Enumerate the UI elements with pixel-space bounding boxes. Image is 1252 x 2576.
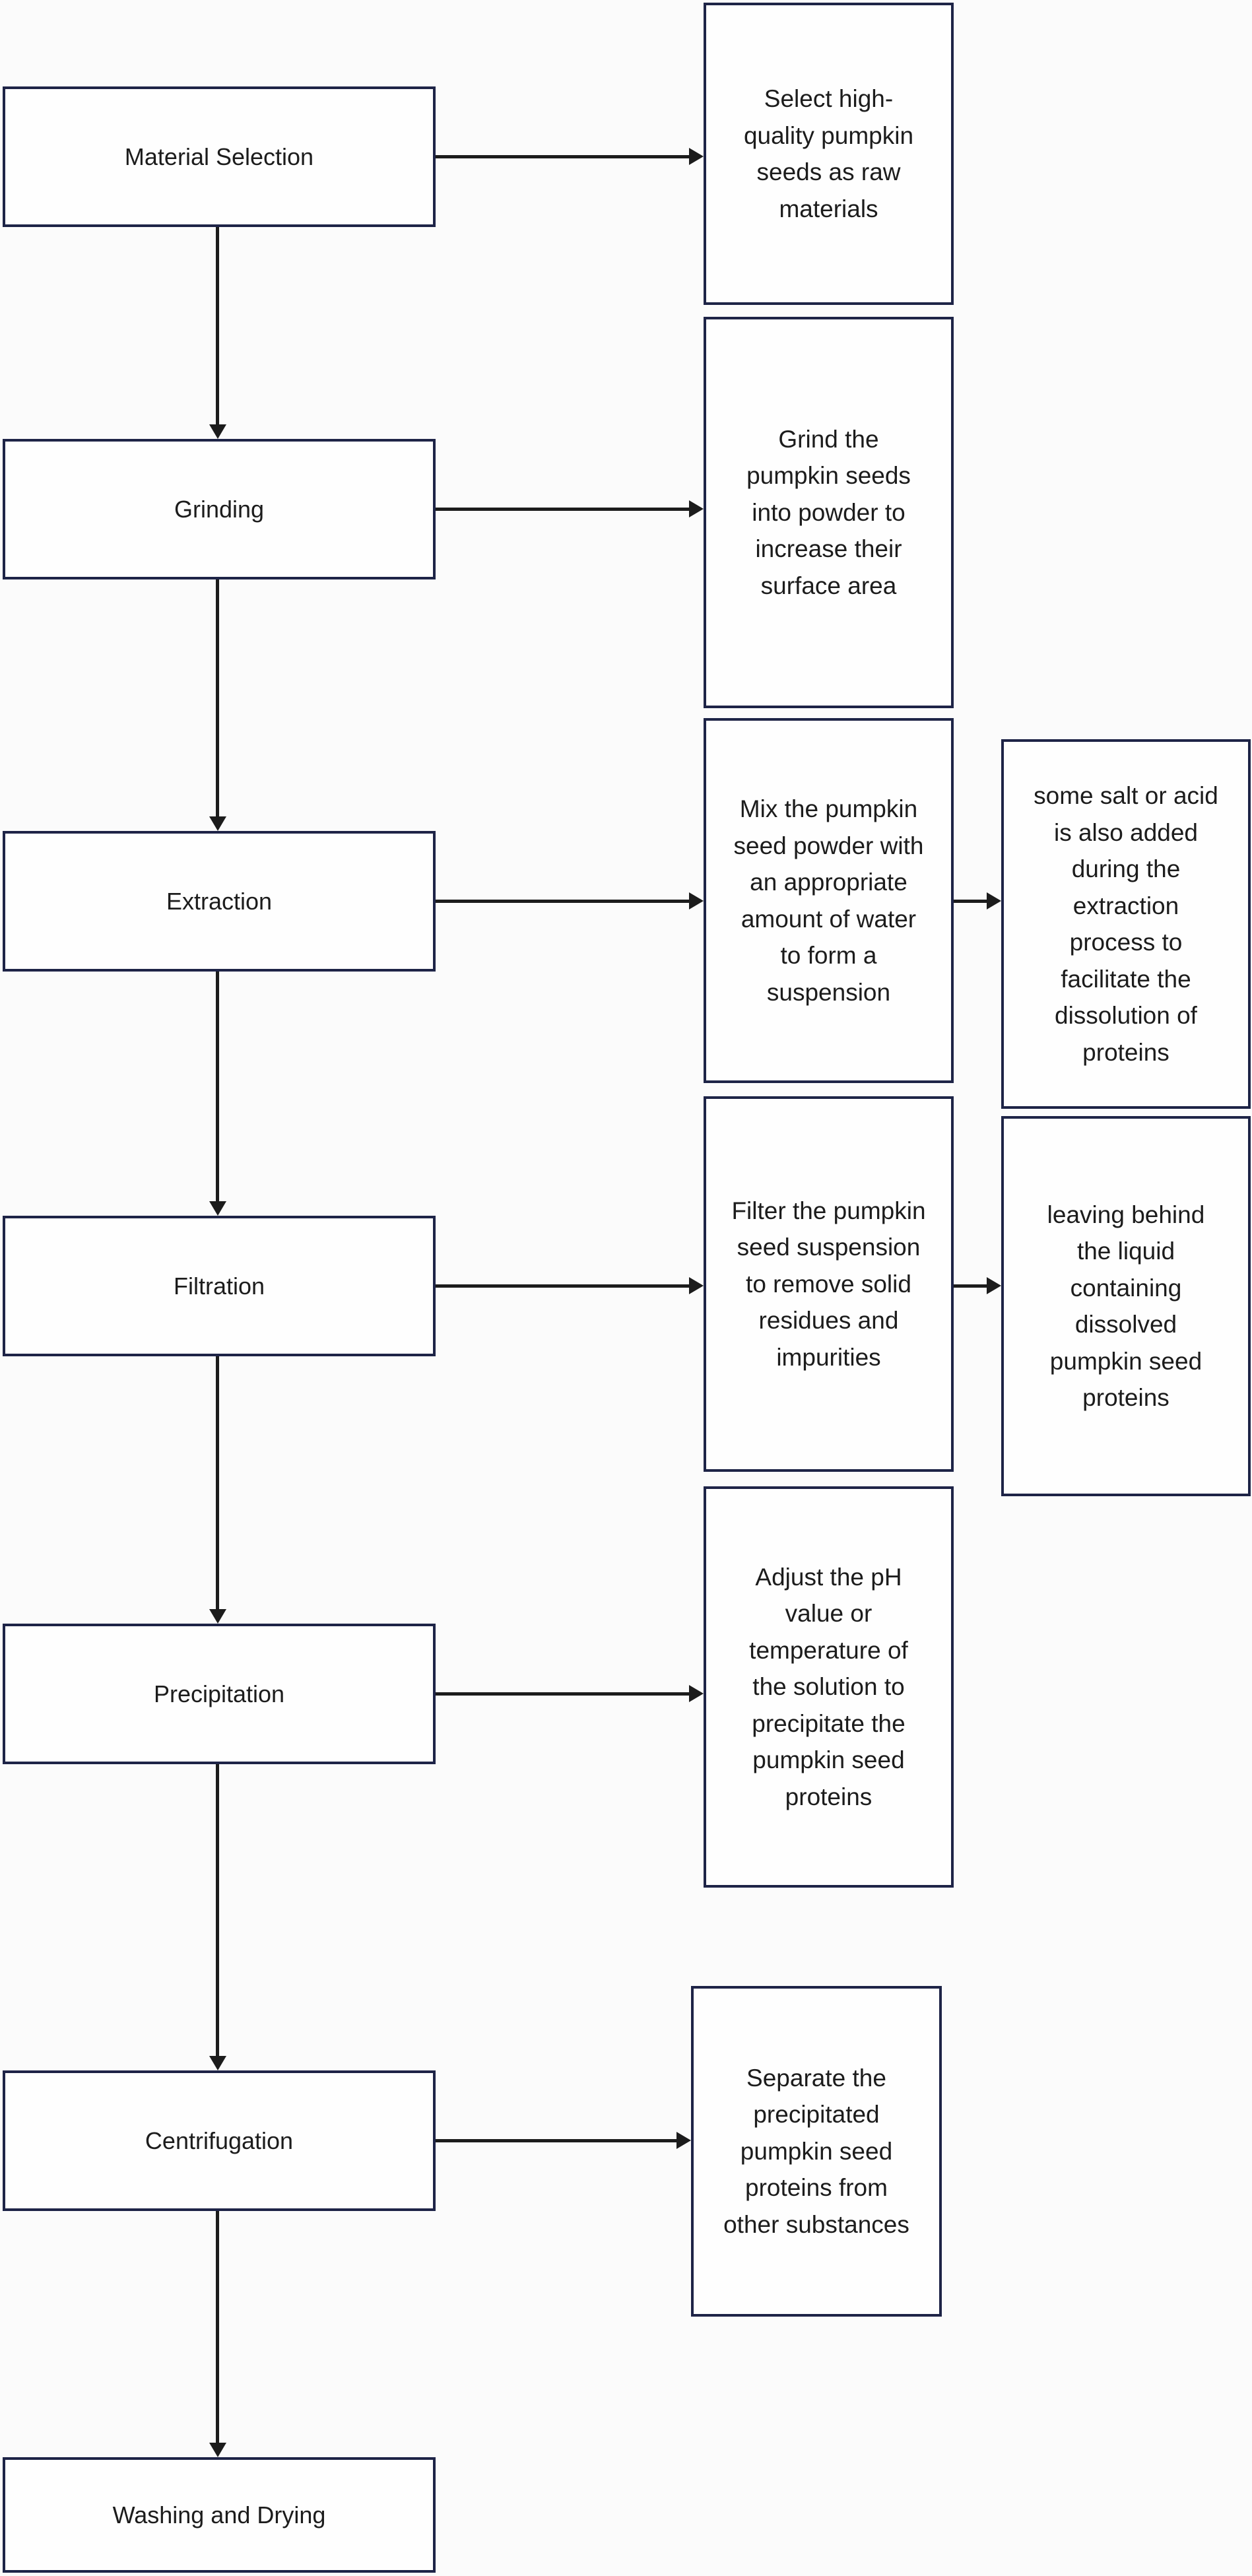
process-box-centrifugation: Centrifugation	[3, 2070, 436, 2211]
connector-extraction-to-filtration	[216, 972, 219, 1203]
arrow-right-icon	[676, 2132, 691, 2149]
note-box-extraction: some salt or acid is also added during t…	[1001, 739, 1251, 1109]
description-box-extraction: Mix the pumpkin seed powder with an appr…	[704, 718, 954, 1083]
arrow-down-icon	[209, 2443, 226, 2457]
arrow-right-icon	[689, 1277, 704, 1294]
process-box-extraction: Extraction	[3, 831, 436, 972]
connector-extraction-description-to-note	[954, 900, 988, 903]
process-box-grinding: Grinding	[3, 439, 436, 579]
connector-filtration-description-to-note	[954, 1284, 988, 1288]
arrow-down-icon	[209, 424, 226, 439]
description-box-precipitation: Adjust the pH value or temperature of th…	[704, 1486, 954, 1888]
arrow-right-icon	[987, 1277, 1001, 1294]
arrow-down-icon	[209, 816, 226, 831]
arrow-right-icon	[689, 148, 704, 165]
process-box-material-selection: Material Selection	[3, 86, 436, 227]
arrow-right-icon	[689, 500, 704, 517]
process-box-precipitation: Precipitation	[3, 1624, 436, 1764]
description-box-filtration: Filter the pumpkin seed suspension to re…	[704, 1096, 954, 1472]
description-box-centrifugation: Separate the precipitated pumpkin seed p…	[691, 1986, 942, 2317]
connector-material-to-description	[436, 155, 690, 158]
arrow-right-icon	[987, 892, 1001, 909]
connector-grinding-to-extraction	[216, 579, 219, 818]
process-box-washing-and-drying: Washing and Drying	[3, 2457, 436, 2573]
arrow-down-icon	[209, 1201, 226, 1216]
description-box-material-selection: Select high- quality pumpkin seeds as ra…	[704, 3, 954, 305]
description-box-grinding: Grind the pumpkin seeds into powder to i…	[704, 317, 954, 708]
connector-centrifugation-to-description	[436, 2139, 678, 2142]
connector-centrifugation-to-washing	[216, 2211, 219, 2444]
arrow-right-icon	[689, 1685, 704, 1702]
process-box-filtration: Filtration	[3, 1216, 436, 1356]
connector-grinding-to-description	[436, 508, 690, 511]
arrow-right-icon	[689, 892, 704, 909]
arrow-down-icon	[209, 2056, 226, 2070]
note-box-filtration: leaving behind the liquid containing dis…	[1001, 1116, 1251, 1496]
arrow-down-icon	[209, 1609, 226, 1624]
connector-precipitation-to-centrifugation	[216, 1764, 219, 2057]
connector-extraction-to-description	[436, 900, 690, 903]
connector-material-to-grinding	[216, 227, 219, 426]
connector-precipitation-to-description	[436, 1692, 690, 1696]
connector-filtration-to-precipitation	[216, 1356, 219, 1610]
connector-filtration-to-description	[436, 1284, 690, 1288]
